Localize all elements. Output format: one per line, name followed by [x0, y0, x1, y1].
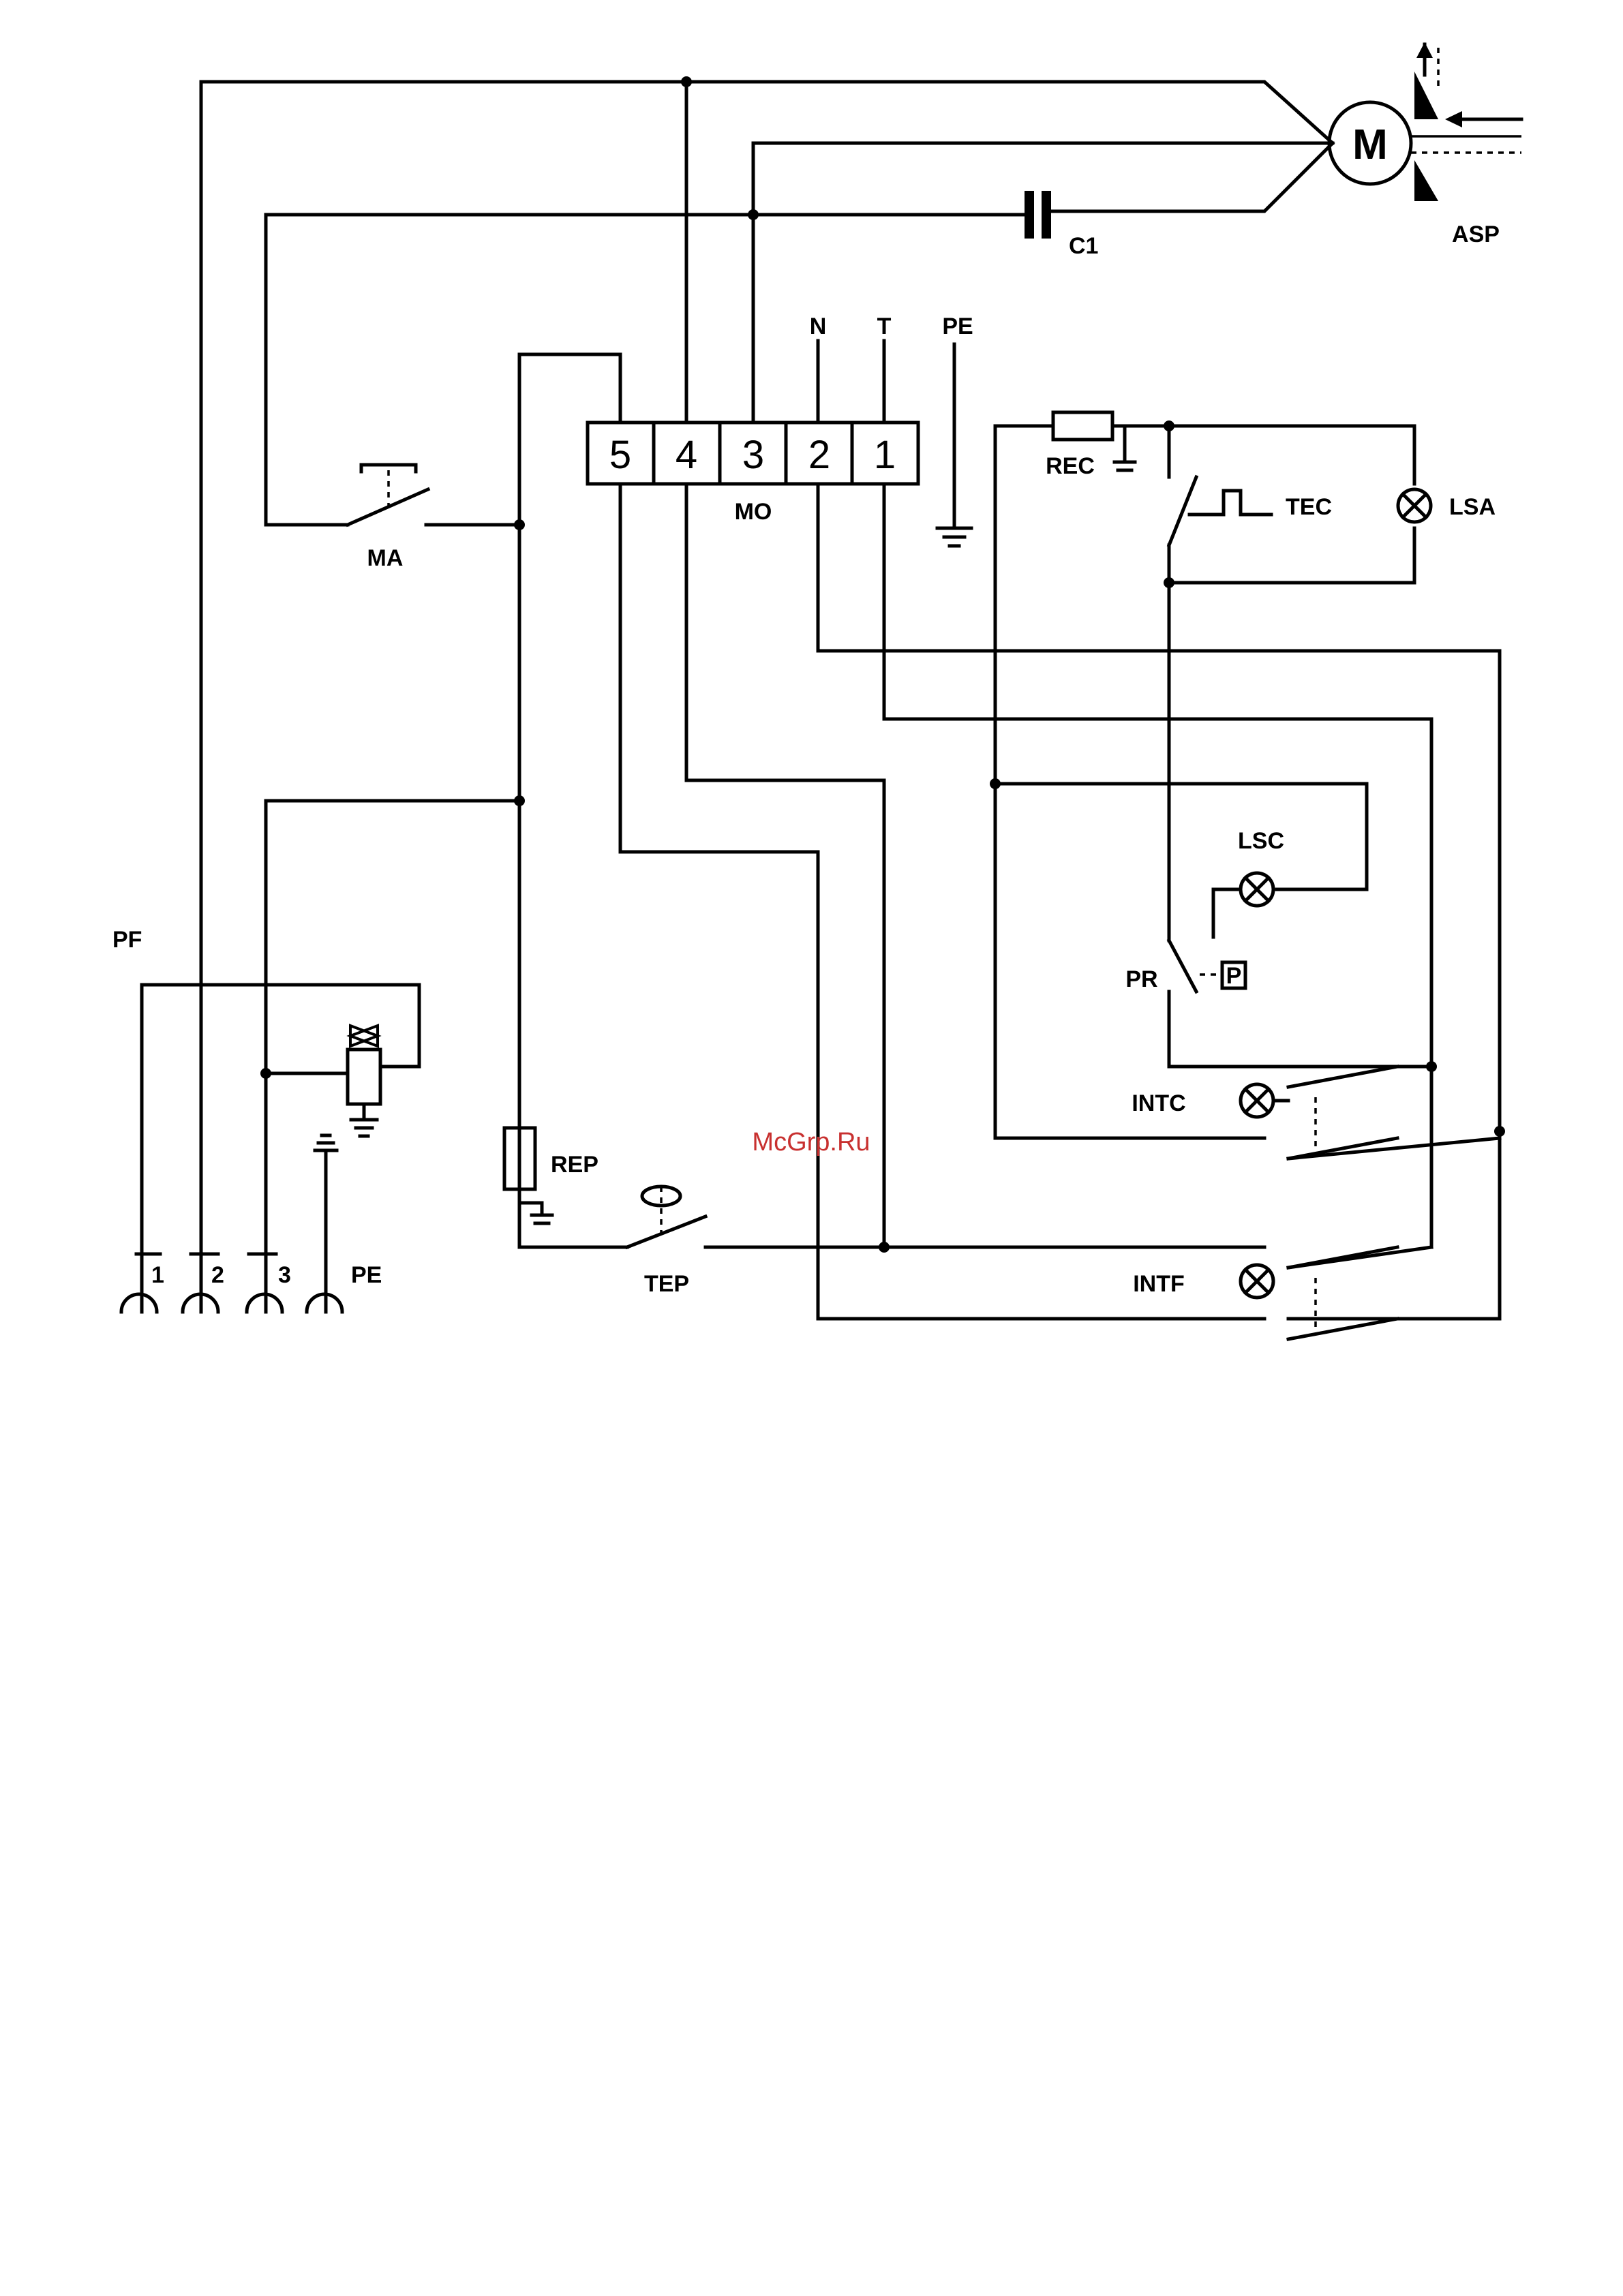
tep-lever [627, 1216, 706, 1247]
terminal-4: 4 [676, 433, 697, 477]
terminal-n-label: N [810, 313, 827, 339]
pf-label: PF [112, 927, 142, 953]
valve-body [348, 1050, 380, 1104]
terminal-pe-label: PE [942, 313, 973, 339]
wire-motor-t3 [753, 143, 1333, 423]
wire-plug3 [266, 801, 519, 1312]
wire-lsc-right [995, 784, 1367, 889]
fan-blade-top [1414, 72, 1438, 119]
terminal-block-label: MO [735, 499, 772, 525]
wire-c1-ma [266, 215, 1026, 525]
airflow-in-arrow-icon [1445, 111, 1462, 127]
wire-intc-right [1288, 1138, 1500, 1159]
valve-icon [350, 1026, 378, 1046]
junction [1164, 420, 1174, 431]
lamp-lsc: LSC [1238, 828, 1284, 906]
rec-heater: REC [1046, 412, 1135, 479]
plug-pe-label: PE [351, 1262, 382, 1288]
pr-label: PR [1125, 966, 1157, 992]
intf-lever-bottom [1288, 1319, 1397, 1339]
lamp-lsa-label: LSA [1449, 494, 1496, 520]
junction [1494, 1126, 1505, 1137]
pr-contact [1169, 940, 1196, 992]
fan-blade-bottom [1414, 160, 1438, 201]
terminal-5: 5 [609, 433, 631, 477]
junction [260, 1068, 271, 1079]
rep-label: REP [551, 1152, 598, 1178]
tec-contact [1169, 477, 1196, 545]
intc-lever-top [1288, 1067, 1397, 1087]
terminal-t-label: T [877, 313, 892, 339]
pr-box-label: P [1226, 963, 1242, 989]
motor-label: M [1352, 121, 1388, 168]
junction [681, 76, 692, 87]
junction [879, 1242, 890, 1253]
wire-rec-right [1112, 426, 1414, 484]
switch-intc: INTC [1132, 1067, 1397, 1159]
wire-rep-tep [519, 1227, 627, 1247]
wire-motor-c1 [1050, 143, 1333, 211]
rec-label: REC [1046, 453, 1095, 479]
wire-pr-intc [1169, 992, 1431, 1067]
capacitor-c1: C1 [1029, 191, 1098, 259]
terminal-3: 3 [742, 433, 764, 477]
terminal-block-mo: 5 4 3 2 1 MO N T PE [588, 313, 973, 525]
rec-resistor [1053, 412, 1112, 440]
lamp-lsa: LSA [1398, 489, 1496, 522]
plug-2-label: 2 [211, 1262, 224, 1288]
capacitor-label: C1 [1069, 233, 1098, 259]
wire-lsa-bottom [1169, 528, 1414, 583]
tec-label: TEC [1286, 494, 1332, 520]
intc-label: INTC [1132, 1090, 1185, 1116]
junction [748, 209, 759, 220]
wire-n-down [818, 484, 1500, 1319]
wire-t-down [884, 484, 1431, 1247]
lamp-lsc-label: LSC [1238, 828, 1284, 854]
watermark: McGrp.Ru [752, 1128, 870, 1157]
pressure-switch-pr: P PR [1125, 940, 1245, 992]
fan-label: ASP [1452, 221, 1500, 247]
plug-1-socket [121, 1294, 157, 1312]
wire-lsc-left [1213, 889, 1237, 937]
junction [1164, 577, 1174, 588]
thermostat-tep: TEP [627, 1187, 706, 1297]
junction [514, 795, 525, 806]
terminal-2: 2 [808, 433, 830, 477]
airflow-up-arrow-icon [1416, 42, 1433, 58]
switch-intf: INTF [1133, 1247, 1397, 1339]
solenoid-valve [348, 1026, 380, 1136]
plug-3-label: 3 [278, 1262, 291, 1288]
motor-asp: M ASP [1329, 42, 1521, 247]
junction [1426, 1061, 1437, 1072]
tec-symbol [1189, 491, 1271, 515]
plug-pe-ground [315, 1135, 337, 1312]
rep-ground-lead [519, 1189, 542, 1213]
switch-ma-label: MA [367, 545, 404, 571]
intf-lever-top [1288, 1247, 1397, 1268]
intf-label: INTF [1133, 1271, 1185, 1297]
junction [514, 519, 525, 530]
rec-ground-lead [1112, 426, 1125, 460]
junction [990, 778, 1001, 789]
terminal-1: 1 [874, 433, 896, 477]
switch-ma: MA [348, 465, 428, 571]
thermostat-tec: TEC [1169, 477, 1332, 545]
plug-1-label: 1 [151, 1262, 164, 1288]
tep-label: TEP [644, 1271, 689, 1297]
